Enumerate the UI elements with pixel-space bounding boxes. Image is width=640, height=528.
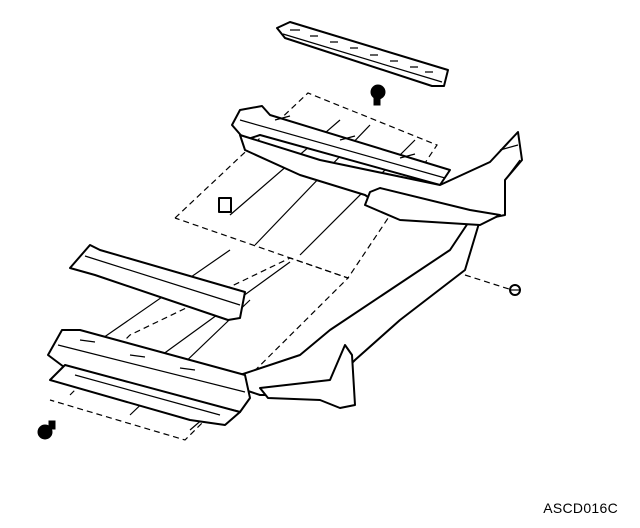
side-screw-icon bbox=[509, 284, 521, 296]
bottom-spoiler-strip bbox=[49, 364, 241, 426]
upper-bolt-icon bbox=[370, 84, 386, 106]
upper-filler-panel bbox=[231, 105, 451, 186]
figure-reference-code: ASCD016C bbox=[543, 500, 618, 516]
mesh-grille-insert bbox=[69, 244, 246, 321]
lower-bolt-icon bbox=[37, 420, 56, 440]
retainer-clip-icon bbox=[218, 197, 232, 213]
front-fascia-body bbox=[229, 131, 523, 409]
top-grille-strip bbox=[276, 21, 449, 87]
